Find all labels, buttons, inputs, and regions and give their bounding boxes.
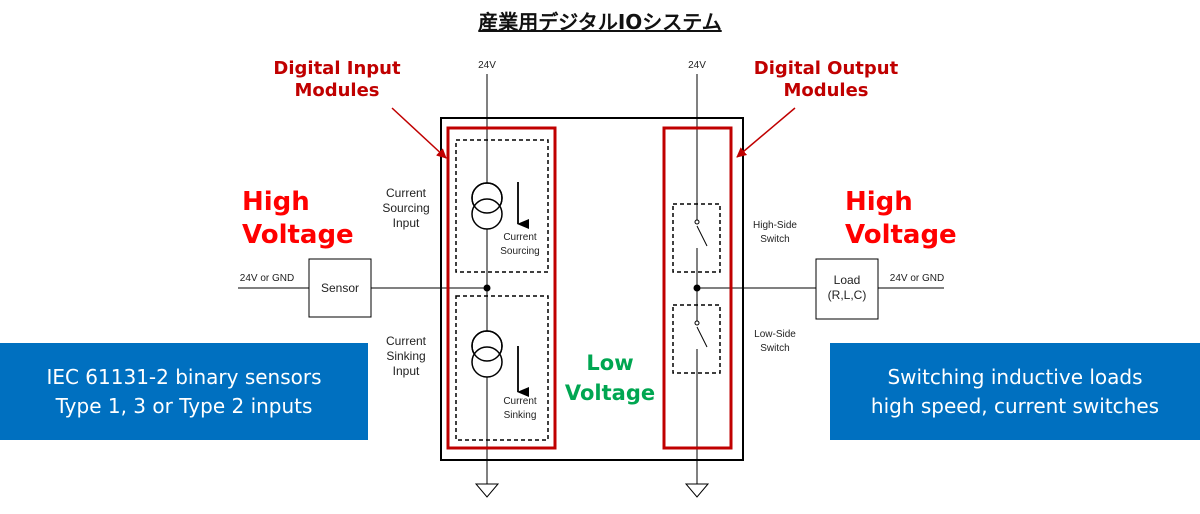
current-sink-dashed-box: [455, 295, 549, 441]
right-supply-label: 24V: [688, 60, 706, 71]
left-junction-dot: [483, 284, 491, 292]
digital-input-arrow-icon: [391, 107, 447, 159]
sensor-label: Sensor: [320, 281, 360, 295]
load-label: Load (R,L,C): [827, 273, 867, 302]
current-sinking-input-label: Current Sinking Input: [385, 334, 426, 378]
current-source-icon: [471, 182, 503, 230]
right-ground-icon: [684, 483, 710, 498]
low-side-switch-icon: [690, 305, 708, 373]
io-chip-outline: [440, 117, 744, 461]
load-box: [815, 258, 879, 320]
high-side-switch-icon: [690, 204, 708, 272]
digital-output-label: Digital Output Modules: [753, 58, 899, 101]
sensor-standards-note: IEC 61131-2 binary sensors Type 1, 3 or …: [0, 343, 368, 440]
sensor-box: [308, 258, 372, 318]
digital-output-module-outline: [662, 126, 733, 450]
left-ground-icon: [474, 483, 500, 498]
digital-output-arrow-icon: [736, 107, 796, 158]
left-supply-label: 24V: [478, 60, 496, 71]
current-sink-icon: [471, 330, 503, 378]
low-voltage-label: Low Voltage: [564, 351, 656, 405]
right-junction-dot: [693, 284, 701, 292]
page-title: 産業用デジタルIOシステム: [478, 10, 722, 34]
digital-input-label: Digital Input Modules: [273, 58, 401, 101]
right-terminal-label: 24V or GND: [889, 273, 945, 284]
current-sourcing-label: Current Sourcing: [500, 232, 540, 257]
high-voltage-left-label: High Voltage: [242, 187, 354, 250]
current-sinking-label: Current Sinking: [503, 396, 537, 421]
current-source-dashed-box: [455, 139, 549, 273]
left-terminal-label: 24V or GND: [239, 273, 295, 284]
load-switching-note: Switching inductive loads high speed, cu…: [830, 343, 1200, 440]
low-side-switch-label: Low-Side Switch: [754, 329, 796, 354]
current-sourcing-input-label: Current Sourcing Input: [382, 186, 430, 230]
high-voltage-right-label: High Voltage: [845, 187, 957, 250]
high-side-switch-label: High-Side Switch: [753, 220, 797, 245]
digital-input-module-outline: [446, 126, 557, 450]
